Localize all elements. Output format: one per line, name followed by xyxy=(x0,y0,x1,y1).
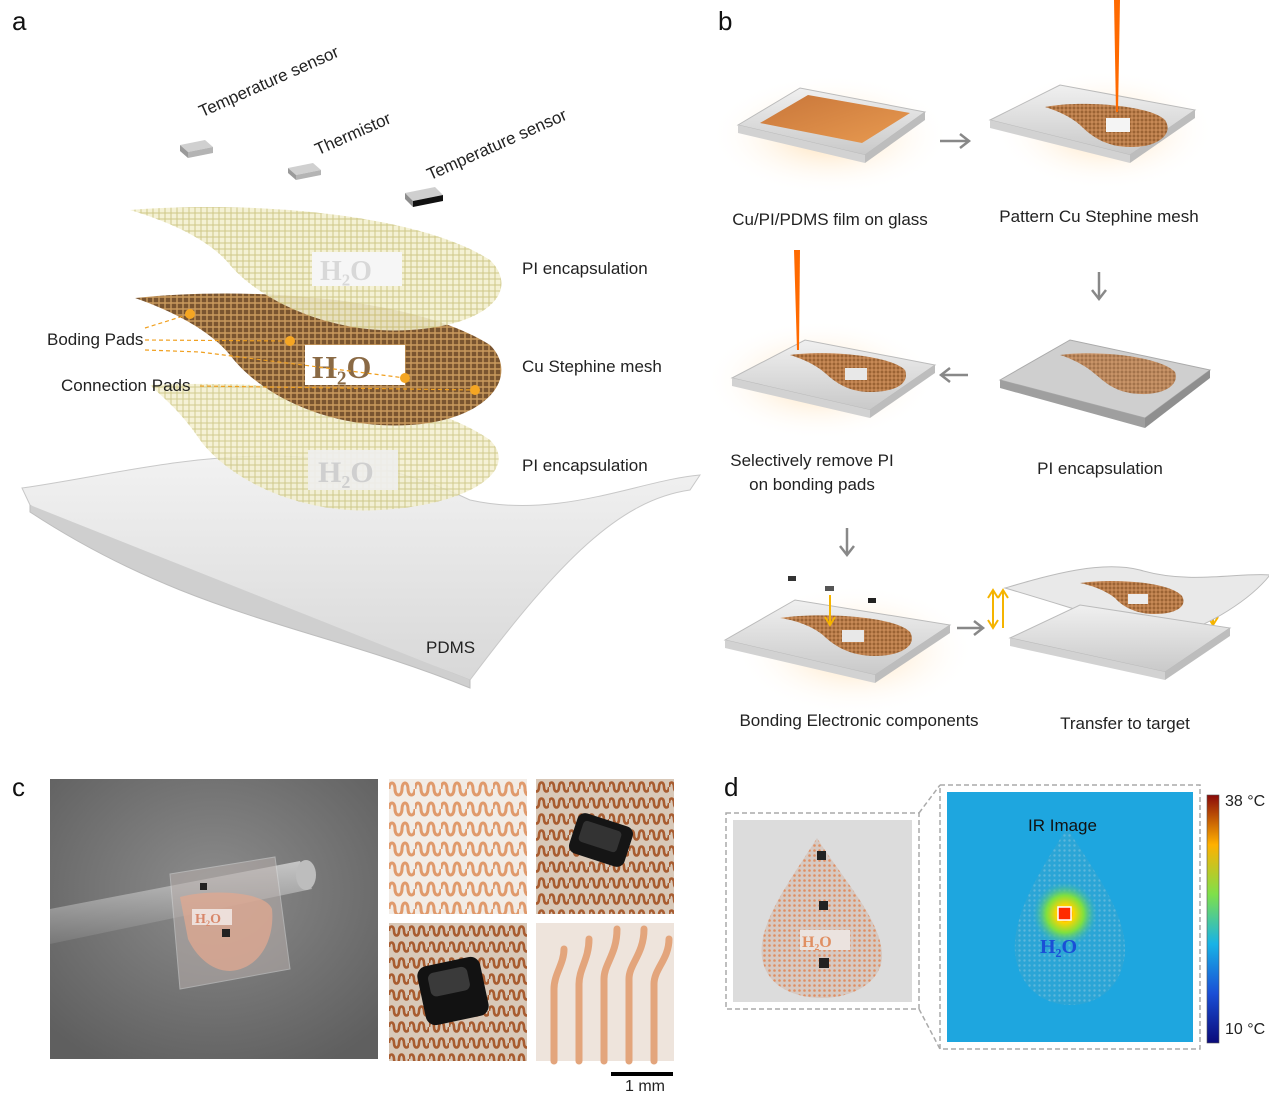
step-label-pattern: Pattern Cu Stephine mesh xyxy=(999,207,1199,226)
step-label-remove-pi-1: Selectively remove PI xyxy=(730,451,894,470)
scale-bar-label: 1 mm xyxy=(625,1078,665,1095)
component-chip-b xyxy=(825,586,834,591)
bonding-pad-dot-2 xyxy=(285,336,295,346)
label-cu-mesh: Cu Stephine mesh xyxy=(522,357,662,376)
h2o-logo-bottom: H₂O xyxy=(318,456,374,489)
component-chip-a xyxy=(788,576,796,581)
bonding-pad-dot-1 xyxy=(185,309,195,319)
step-label-remove-pi-2: on bonding pads xyxy=(749,475,875,494)
laser-beam-2 xyxy=(794,250,800,350)
panel-a-illustration: H₂O H₂O H₂O xyxy=(21,140,701,689)
step-label-film: Cu/PI/PDMS film on glass xyxy=(732,210,928,229)
step-label-bonding: Bonding Electronic components xyxy=(739,711,979,730)
label-pdms: PDMS xyxy=(426,638,476,657)
label-pi-encapsulation-top: PI encapsulation xyxy=(522,259,648,278)
step-label-transfer: Transfer to target xyxy=(1060,714,1190,733)
h2o-logo-ir: H₂O xyxy=(1040,936,1077,958)
colorbar-max-label: 38 °C xyxy=(1225,793,1266,810)
ir-image-title: IR Image xyxy=(1028,816,1097,835)
label-boding-pads: Boding Pads xyxy=(47,330,144,349)
h2o-logo-photo-d: H₂O xyxy=(802,934,832,951)
panel-label-d: d xyxy=(724,772,739,802)
h2o-logo-top: H₂O xyxy=(320,256,372,287)
cu-film xyxy=(760,95,910,143)
h2o-logo-photo-c: H₂O xyxy=(195,912,221,927)
panel-label-b: b xyxy=(718,6,733,36)
temperature-sensor-chip-2 xyxy=(405,187,443,207)
colorbar xyxy=(1206,794,1220,1044)
component-chip-c xyxy=(868,598,876,603)
panel-d-images: H₂O H₂O xyxy=(725,784,1220,1050)
thermistor-chip xyxy=(288,163,321,180)
panel-b-process xyxy=(705,0,1269,715)
micrograph-serpentine xyxy=(389,779,527,914)
panel-c-micrographs xyxy=(389,779,674,1065)
panel-c-photo-main: H₂O xyxy=(50,779,378,1059)
panel-label-c: c xyxy=(12,772,25,802)
laser-beam-1 xyxy=(1114,0,1120,112)
colorbar-min-label: 10 °C xyxy=(1225,1021,1266,1038)
panel-label-a: a xyxy=(12,6,27,36)
step-label-pi-encapsulation: PI encapsulation xyxy=(1037,459,1163,478)
label-pi-encapsulation-bottom: PI encapsulation xyxy=(522,456,648,475)
connection-pad-dot-2 xyxy=(470,385,480,395)
label-connection-pads: Connection Pads xyxy=(61,376,191,395)
connection-pad-dot-1 xyxy=(400,373,410,383)
scale-bar xyxy=(611,1072,673,1076)
temperature-sensor-chip-1 xyxy=(180,140,213,158)
